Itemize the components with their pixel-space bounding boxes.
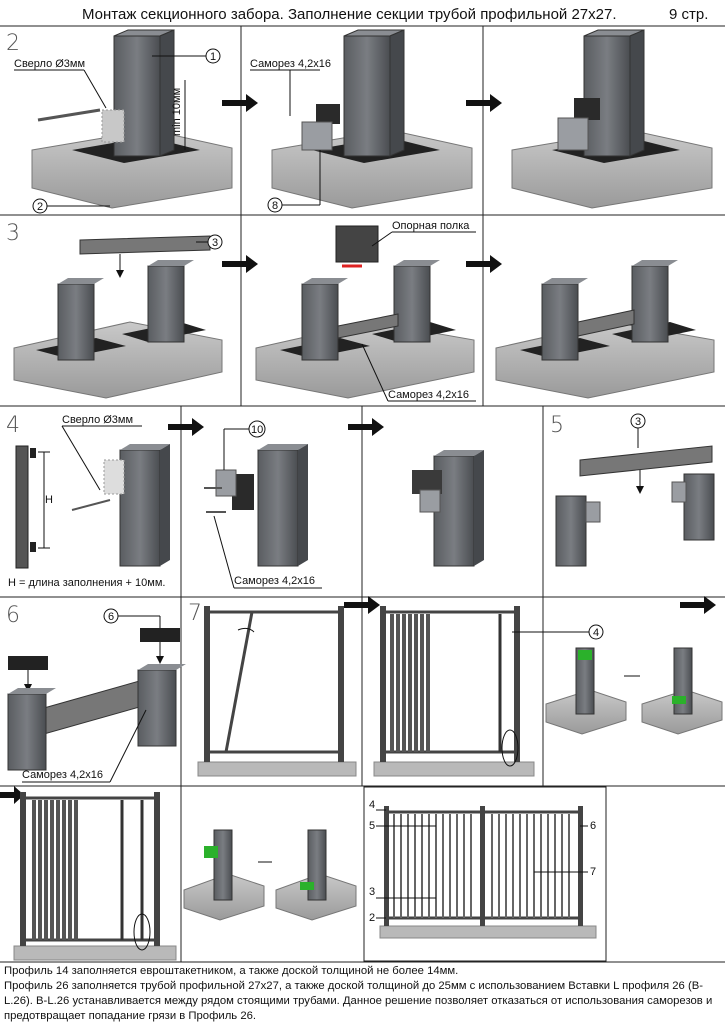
row3-panel-d-illustration bbox=[555, 445, 715, 567]
step-number-2: 2 bbox=[6, 31, 20, 56]
page-header: Монтаж секционного забора. Заполнение се… bbox=[0, 0, 725, 28]
h-dimension-label: H bbox=[45, 494, 53, 506]
step-number-6: 6 bbox=[6, 603, 20, 628]
row5-panel-b-illustration bbox=[183, 829, 357, 921]
footer-notes: Профиль 14 заполняется евроштакетником, … bbox=[4, 964, 720, 1024]
screw-label-1: Саморез 4,2х16 bbox=[250, 58, 331, 70]
svg-text:2: 2 bbox=[37, 201, 43, 213]
panel-grid bbox=[0, 25, 725, 963]
legend-number-7: 7 bbox=[590, 866, 596, 878]
svg-text:6: 6 bbox=[108, 611, 114, 623]
screw-label-4: Саморез 4,2х16 bbox=[22, 769, 103, 781]
svg-text:3: 3 bbox=[212, 237, 218, 249]
row2-panel-b-illustration bbox=[255, 225, 475, 399]
final-fence-frame bbox=[363, 786, 607, 962]
arrow-right-icon bbox=[466, 94, 502, 112]
arrow-right-icon bbox=[344, 596, 380, 614]
page-number: 9 стр. bbox=[669, 6, 709, 23]
row1-panel-a-illustration bbox=[31, 29, 233, 209]
legend-number-5: 5 bbox=[369, 820, 375, 832]
footer-line-2: Профиль 26 заполняется трубой профильной… bbox=[4, 980, 713, 1022]
arrow-right-icon bbox=[466, 255, 502, 273]
footer-line-1: Профиль 14 заполняется евроштакетником, … bbox=[4, 965, 459, 977]
row3-panel-b-illustration bbox=[204, 444, 308, 567]
row4-panel-b-illustration bbox=[197, 606, 357, 777]
arrow-right-icon bbox=[222, 255, 258, 273]
row4-panel-c-illustration bbox=[373, 606, 535, 777]
arrow-right-icon bbox=[680, 596, 716, 614]
h-formula-label: Н = длина заполнения + 10мм. bbox=[8, 577, 165, 589]
legend-number-3: 3 bbox=[369, 886, 375, 898]
arrow-right-icon bbox=[168, 418, 204, 436]
svg-text:3: 3 bbox=[635, 416, 641, 428]
min-10mm-label: min 10мм bbox=[171, 88, 183, 136]
row5-panel-a-illustration bbox=[13, 792, 177, 961]
row4-panel-a-illustration bbox=[7, 628, 186, 771]
step-number-5: 5 bbox=[550, 413, 564, 438]
legend-number-6: 6 bbox=[590, 820, 596, 832]
arrow-right-icon bbox=[348, 418, 384, 436]
step-number-7: 7 bbox=[188, 601, 202, 626]
page-title: Монтаж секционного забора. Заполнение се… bbox=[82, 6, 617, 23]
screw-label-3: Саморез 4,2х16 bbox=[234, 575, 315, 587]
row3-panel-a-illustration bbox=[15, 444, 170, 569]
row3-panel-c-illustration bbox=[412, 450, 484, 567]
row2-panel-c-illustration bbox=[495, 260, 715, 399]
drill-label-2: Сверло Ø3мм bbox=[62, 414, 133, 426]
legend-number-4: 4 bbox=[369, 799, 375, 811]
row1-panel-b-illustration bbox=[271, 29, 473, 209]
step-number-4: 4 bbox=[6, 413, 20, 438]
svg-text:4: 4 bbox=[593, 627, 599, 639]
row2-panel-a-illustration bbox=[13, 235, 223, 399]
row4-panel-d-illustration bbox=[545, 647, 723, 735]
svg-text:10: 10 bbox=[251, 424, 263, 436]
arrow-right-icon bbox=[222, 94, 258, 112]
support-shelf-label: Опорная полка bbox=[392, 220, 470, 232]
legend-number-2: 2 bbox=[369, 912, 375, 924]
row1-panel-c-illustration bbox=[511, 29, 713, 209]
step-number-3: 3 bbox=[6, 221, 20, 246]
svg-text:1: 1 bbox=[210, 51, 216, 63]
final-fence-illustration bbox=[379, 806, 597, 939]
svg-text:8: 8 bbox=[272, 200, 278, 212]
screw-label-2: Саморез 4,2х16 bbox=[388, 389, 469, 401]
arrow-right-icon bbox=[0, 786, 24, 804]
drill-label-1: Сверло Ø3мм bbox=[14, 58, 85, 70]
